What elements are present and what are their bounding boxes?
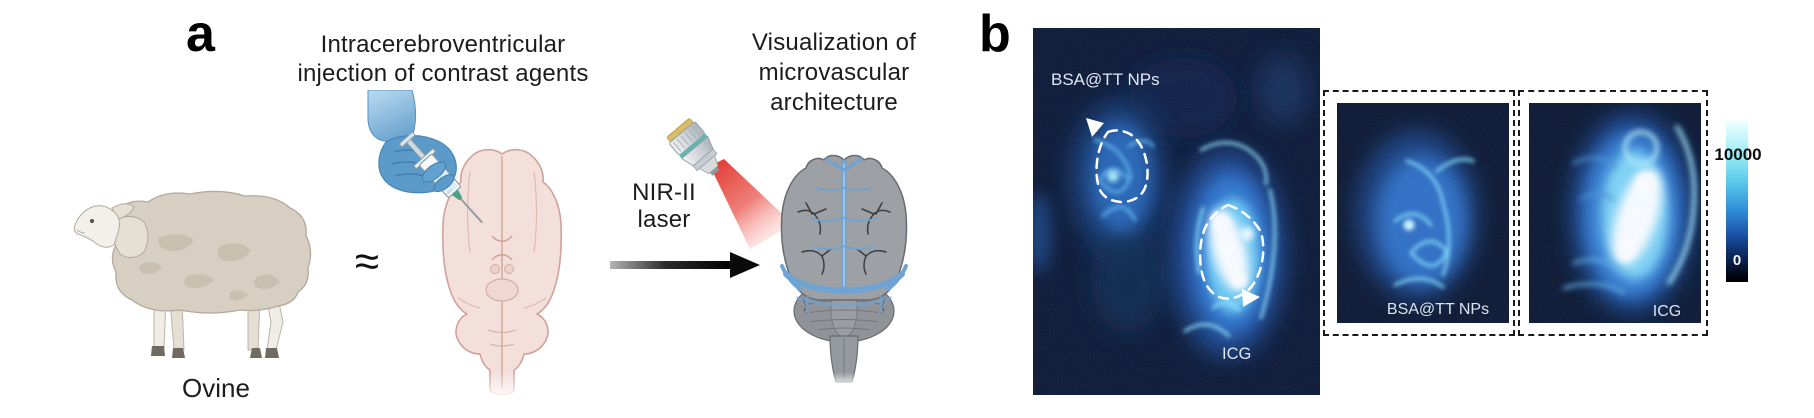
flow-arrow-icon [610,252,760,278]
inset-bsa-box: BSA@TT NPs [1323,90,1515,336]
arrowhead-bsa-icon [1086,118,1104,137]
inset-icg-label: ICG [1653,303,1681,320]
colorbar [1726,120,1748,282]
laser-beam [710,159,793,249]
arrowhead-icg-icon [1242,289,1260,307]
main-label-icg: ICG [1222,345,1251,363]
inset-icg-box: ICG [1518,90,1708,336]
sheep-brain-dorsal-illustration [780,154,908,388]
visualization-title-line2: microvascular [758,59,910,86]
laser-label: NIR-II laser [594,179,734,233]
nir-laser-objective-icon [666,118,793,249]
injection-title: Intracerebroventricular injection of con… [293,30,593,88]
approx-symbol: ≈ [354,237,380,286]
sheep-illustration [73,190,312,358]
panel-b-label: b [979,5,1011,63]
panel-a-label: a [186,5,215,63]
laser-label-line1: NIR-II [632,179,696,206]
roi-outline-icg [1198,203,1265,300]
inset-icg-image: ICG [1529,103,1701,323]
ovine-label: Ovine [182,373,250,403]
finger-over-syringe [433,173,455,193]
main-label-bsa: BSA@TT NPs [1051,70,1160,89]
inset-bsa-image: BSA@TT NPs [1337,103,1509,323]
colorbar-max-label: 10000 [1714,145,1762,164]
roi-outline-bsa [1095,129,1149,204]
thumb-over-syringe [421,161,447,183]
fluorescence-main-image: BSA@TT NPs ICG [1033,28,1320,395]
laser-label-line2: laser [637,206,691,233]
inset-bsa-label: BSA@TT NPs [1387,301,1489,318]
colorbar-min-label: 0 [1732,252,1742,269]
injection-title-line2: injection of contrast agents [297,60,589,87]
visualization-title: Visualization of microvascular architect… [714,28,954,118]
injection-title-line1: Intracerebroventricular [320,31,566,58]
visualization-title-line1: Visualization of [751,29,917,56]
visualization-title-line3: architecture [770,89,898,116]
ovine-brain-ventral-illustration [367,90,563,400]
